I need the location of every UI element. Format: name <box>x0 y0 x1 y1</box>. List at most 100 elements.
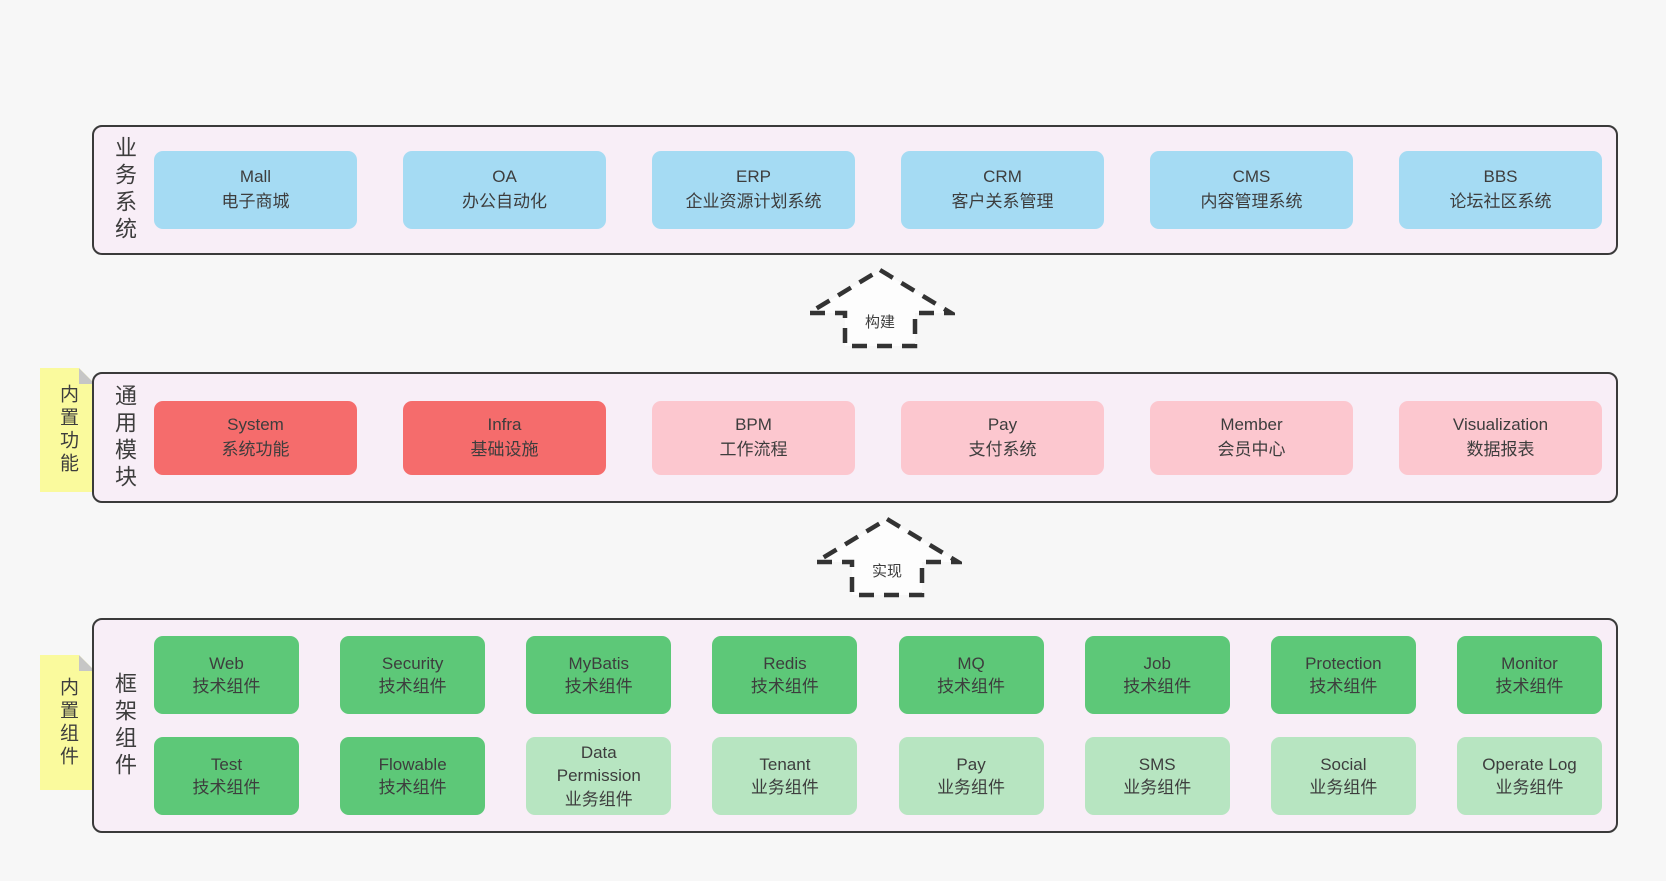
module-name: CMS <box>1232 167 1271 187</box>
sticky-label-builtin-components: 内置组件 <box>57 676 78 769</box>
module-desc: 技术组件 <box>192 677 261 696</box>
box-mq: MQ 技术组件 <box>898 636 1044 714</box>
module-name: MyBatis <box>568 653 630 673</box>
module-name: Test <box>210 754 243 774</box>
module-desc: 数据报表 <box>1466 439 1535 459</box>
arrow-implement-label: 实现 <box>868 560 906 581</box>
box-test: Test 技术组件 <box>154 737 299 815</box>
box-tenant: Tenant 业务组件 <box>712 737 858 815</box>
module-desc: 技术组件 <box>750 677 819 696</box>
box-visualization: Visualization 数据报表 <box>1399 400 1602 475</box>
module-name: Redis <box>763 653 807 673</box>
module-desc: 系统功能 <box>221 439 290 459</box>
module-name: Pay <box>987 414 1018 434</box>
section-business-systems: 业务系统 Mall 电子商城 OA 办公自动化 ERP 企业资源计划系统 CRM… <box>92 125 1618 255</box>
module-desc: 论坛社区系统 <box>1449 192 1552 211</box>
module-name: Member <box>1220 414 1283 434</box>
box-monitor: Monitor 技术组件 <box>1456 636 1602 714</box>
framework-row-1: Web 技术组件 Security 技术组件 MyBatis 技术组件 Redi… <box>154 636 1602 714</box>
box-social: Social 业务组件 <box>1270 737 1416 815</box>
section-label-gutter: 通用模块 <box>94 374 154 501</box>
module-desc: 业务组件 <box>750 778 819 797</box>
box-flowable: Flowable 技术组件 <box>340 737 486 815</box>
section-label-common-modules: 通用模块 <box>112 383 137 492</box>
module-desc: 办公自动化 <box>462 192 547 211</box>
box-web: Web 技术组件 <box>154 636 299 714</box>
box-oa: OA 办公自动化 <box>403 151 606 229</box>
box-bpm: BPM 工作流程 <box>652 400 855 475</box>
module-desc: 企业资源计划系统 <box>685 192 822 211</box>
box-pay: Pay 支付系统 <box>901 400 1104 475</box>
box-system: System 系统功能 <box>154 400 357 475</box>
box-pay-business: Pay 业务组件 <box>898 737 1044 815</box>
section-common-modules: 通用模块 System 系统功能 Infra 基础设施 BPM 工作流程 Pay… <box>92 372 1618 503</box>
sticky-note-builtin-features: 内置功能 <box>40 368 95 492</box>
framework-row-2: Test 技术组件 Flowable 技术组件 Data Permission … <box>154 737 1602 815</box>
box-redis: Redis 技术组件 <box>712 636 858 714</box>
module-desc: 技术组件 <box>1495 677 1564 696</box>
sticky-note-builtin-components: 内置组件 <box>40 655 95 790</box>
module-name: SMS <box>1138 754 1176 774</box>
section-label-framework-components: 框架组件 <box>112 671 137 780</box>
module-desc: 工作流程 <box>719 439 788 459</box>
box-job: Job 技术组件 <box>1084 636 1230 714</box>
framework-components-rows: Web 技术组件 Security 技术组件 MyBatis 技术组件 Redi… <box>154 620 1616 831</box>
module-desc: 支付系统 <box>968 439 1037 459</box>
module-name: Social <box>1320 754 1367 774</box>
module-name: Infra <box>487 414 522 434</box>
module-name: Protection <box>1305 653 1382 673</box>
module-desc: 技术组件 <box>378 677 447 696</box>
module-desc: 技术组件 <box>1309 677 1378 696</box>
module-desc: 技术组件 <box>192 778 261 797</box>
module-name: OA <box>492 167 517 187</box>
module-name: Monitor <box>1501 653 1558 673</box>
module-name: BPM <box>735 414 772 434</box>
arrow-build-label: 构建 <box>861 311 899 332</box>
module-desc: 业务组件 <box>1309 778 1378 797</box>
module-desc: 内容管理系统 <box>1200 192 1303 211</box>
module-name: Web <box>209 653 244 673</box>
module-name: System <box>227 414 284 434</box>
module-name: BBS <box>1483 167 1518 187</box>
box-infra: Infra 基础设施 <box>403 400 606 475</box>
box-mall: Mall 电子商城 <box>154 151 357 229</box>
section-label-business-systems: 业务系统 <box>112 136 137 244</box>
module-name: Data Permission <box>556 742 641 786</box>
module-desc: 会员中心 <box>1217 439 1286 459</box>
up-arrow-icon <box>812 516 962 598</box>
module-desc: 基础设施 <box>470 439 539 459</box>
module-name: Visualization <box>1452 414 1549 434</box>
section-framework-components: 框架组件 Web 技术组件 Security 技术组件 MyBatis 技术组件… <box>92 618 1618 833</box>
module-desc: 业务组件 <box>1123 778 1192 797</box>
module-name: MQ <box>957 653 985 673</box>
box-bbs: BBS 论坛社区系统 <box>1399 151 1602 229</box>
box-mybatis: MyBatis 技术组件 <box>526 636 672 714</box>
module-desc: 技术组件 <box>564 677 633 696</box>
business-systems-box-row: Mall 电子商城 OA 办公自动化 ERP 企业资源计划系统 CRM 客户关系… <box>154 127 1616 253</box>
module-name: Security <box>381 653 444 673</box>
box-crm: CRM 客户关系管理 <box>901 151 1104 229</box>
module-name: ERP <box>736 167 771 187</box>
box-protection: Protection 技术组件 <box>1270 636 1416 714</box>
module-desc: 业务组件 <box>1495 778 1564 797</box>
sticky-label-builtin-features: 内置功能 <box>57 384 78 476</box>
module-name: Job <box>1143 653 1171 673</box>
box-operate-log: Operate Log 业务组件 <box>1456 737 1602 815</box>
box-erp: ERP 企业资源计划系统 <box>652 151 855 229</box>
module-name: Flowable <box>378 754 447 774</box>
module-name: Mall <box>239 167 272 187</box>
module-desc: 客户关系管理 <box>951 192 1054 211</box>
box-security: Security 技术组件 <box>340 636 486 714</box>
module-desc: 技术组件 <box>378 778 447 797</box>
arrow-implement: 实现 <box>812 507 962 599</box>
section-label-gutter: 框架组件 <box>94 620 154 831</box>
module-name: CRM <box>983 167 1022 187</box>
box-sms: SMS 业务组件 <box>1084 737 1230 815</box>
box-cms: CMS 内容管理系统 <box>1150 151 1353 229</box>
module-name: Pay <box>956 754 986 774</box>
box-member: Member 会员中心 <box>1150 400 1353 475</box>
box-data-permission: Data Permission 业务组件 <box>526 737 672 815</box>
module-desc: 技术组件 <box>937 677 1006 696</box>
module-desc: 电子商城 <box>221 192 290 211</box>
module-name: Tenant <box>759 754 811 774</box>
